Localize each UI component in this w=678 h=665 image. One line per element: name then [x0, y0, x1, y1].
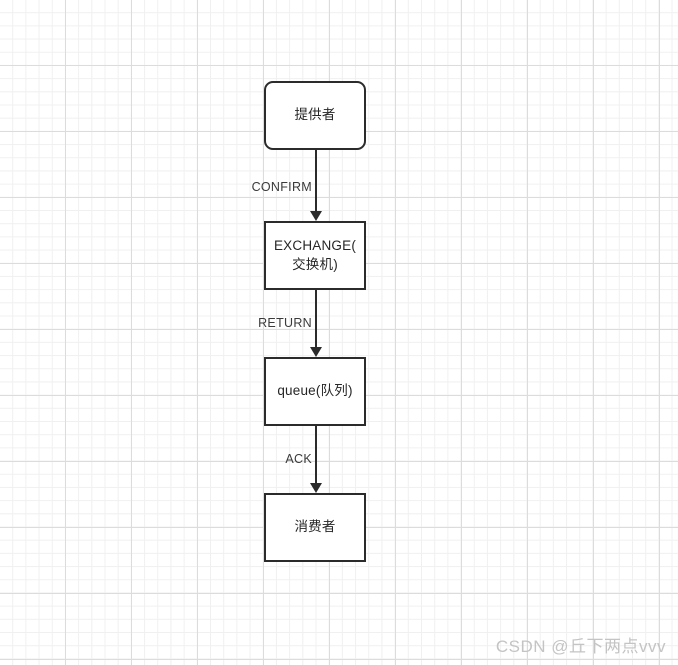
edge-label-confirm: CONFIRM	[251, 180, 312, 194]
node-provider-label: 提供者	[294, 107, 336, 123]
watermark-text: CSDN @丘下两点vvv	[495, 637, 666, 656]
edge-label-return: RETURN	[258, 316, 312, 330]
node-queue-label: queue(队列)	[277, 383, 353, 399]
arrowhead-icon	[310, 347, 322, 357]
node-exchange-label: EXCHANGE( 交换机)	[273, 238, 357, 272]
edge-shaft	[314, 290, 318, 348]
node-consumer-label: 消费者	[294, 519, 336, 535]
arrowhead-icon	[310, 211, 322, 221]
node-queue[interactable]: queue(队列)	[264, 357, 366, 426]
edge-label-ack: ACK	[285, 452, 312, 466]
edge-shaft	[314, 426, 318, 484]
edge-shaft	[314, 150, 318, 212]
node-provider[interactable]: 提供者	[264, 81, 366, 150]
arrowhead-icon	[310, 483, 322, 493]
node-consumer[interactable]: 消费者	[264, 493, 366, 562]
node-exchange[interactable]: EXCHANGE( 交换机)	[264, 221, 366, 290]
